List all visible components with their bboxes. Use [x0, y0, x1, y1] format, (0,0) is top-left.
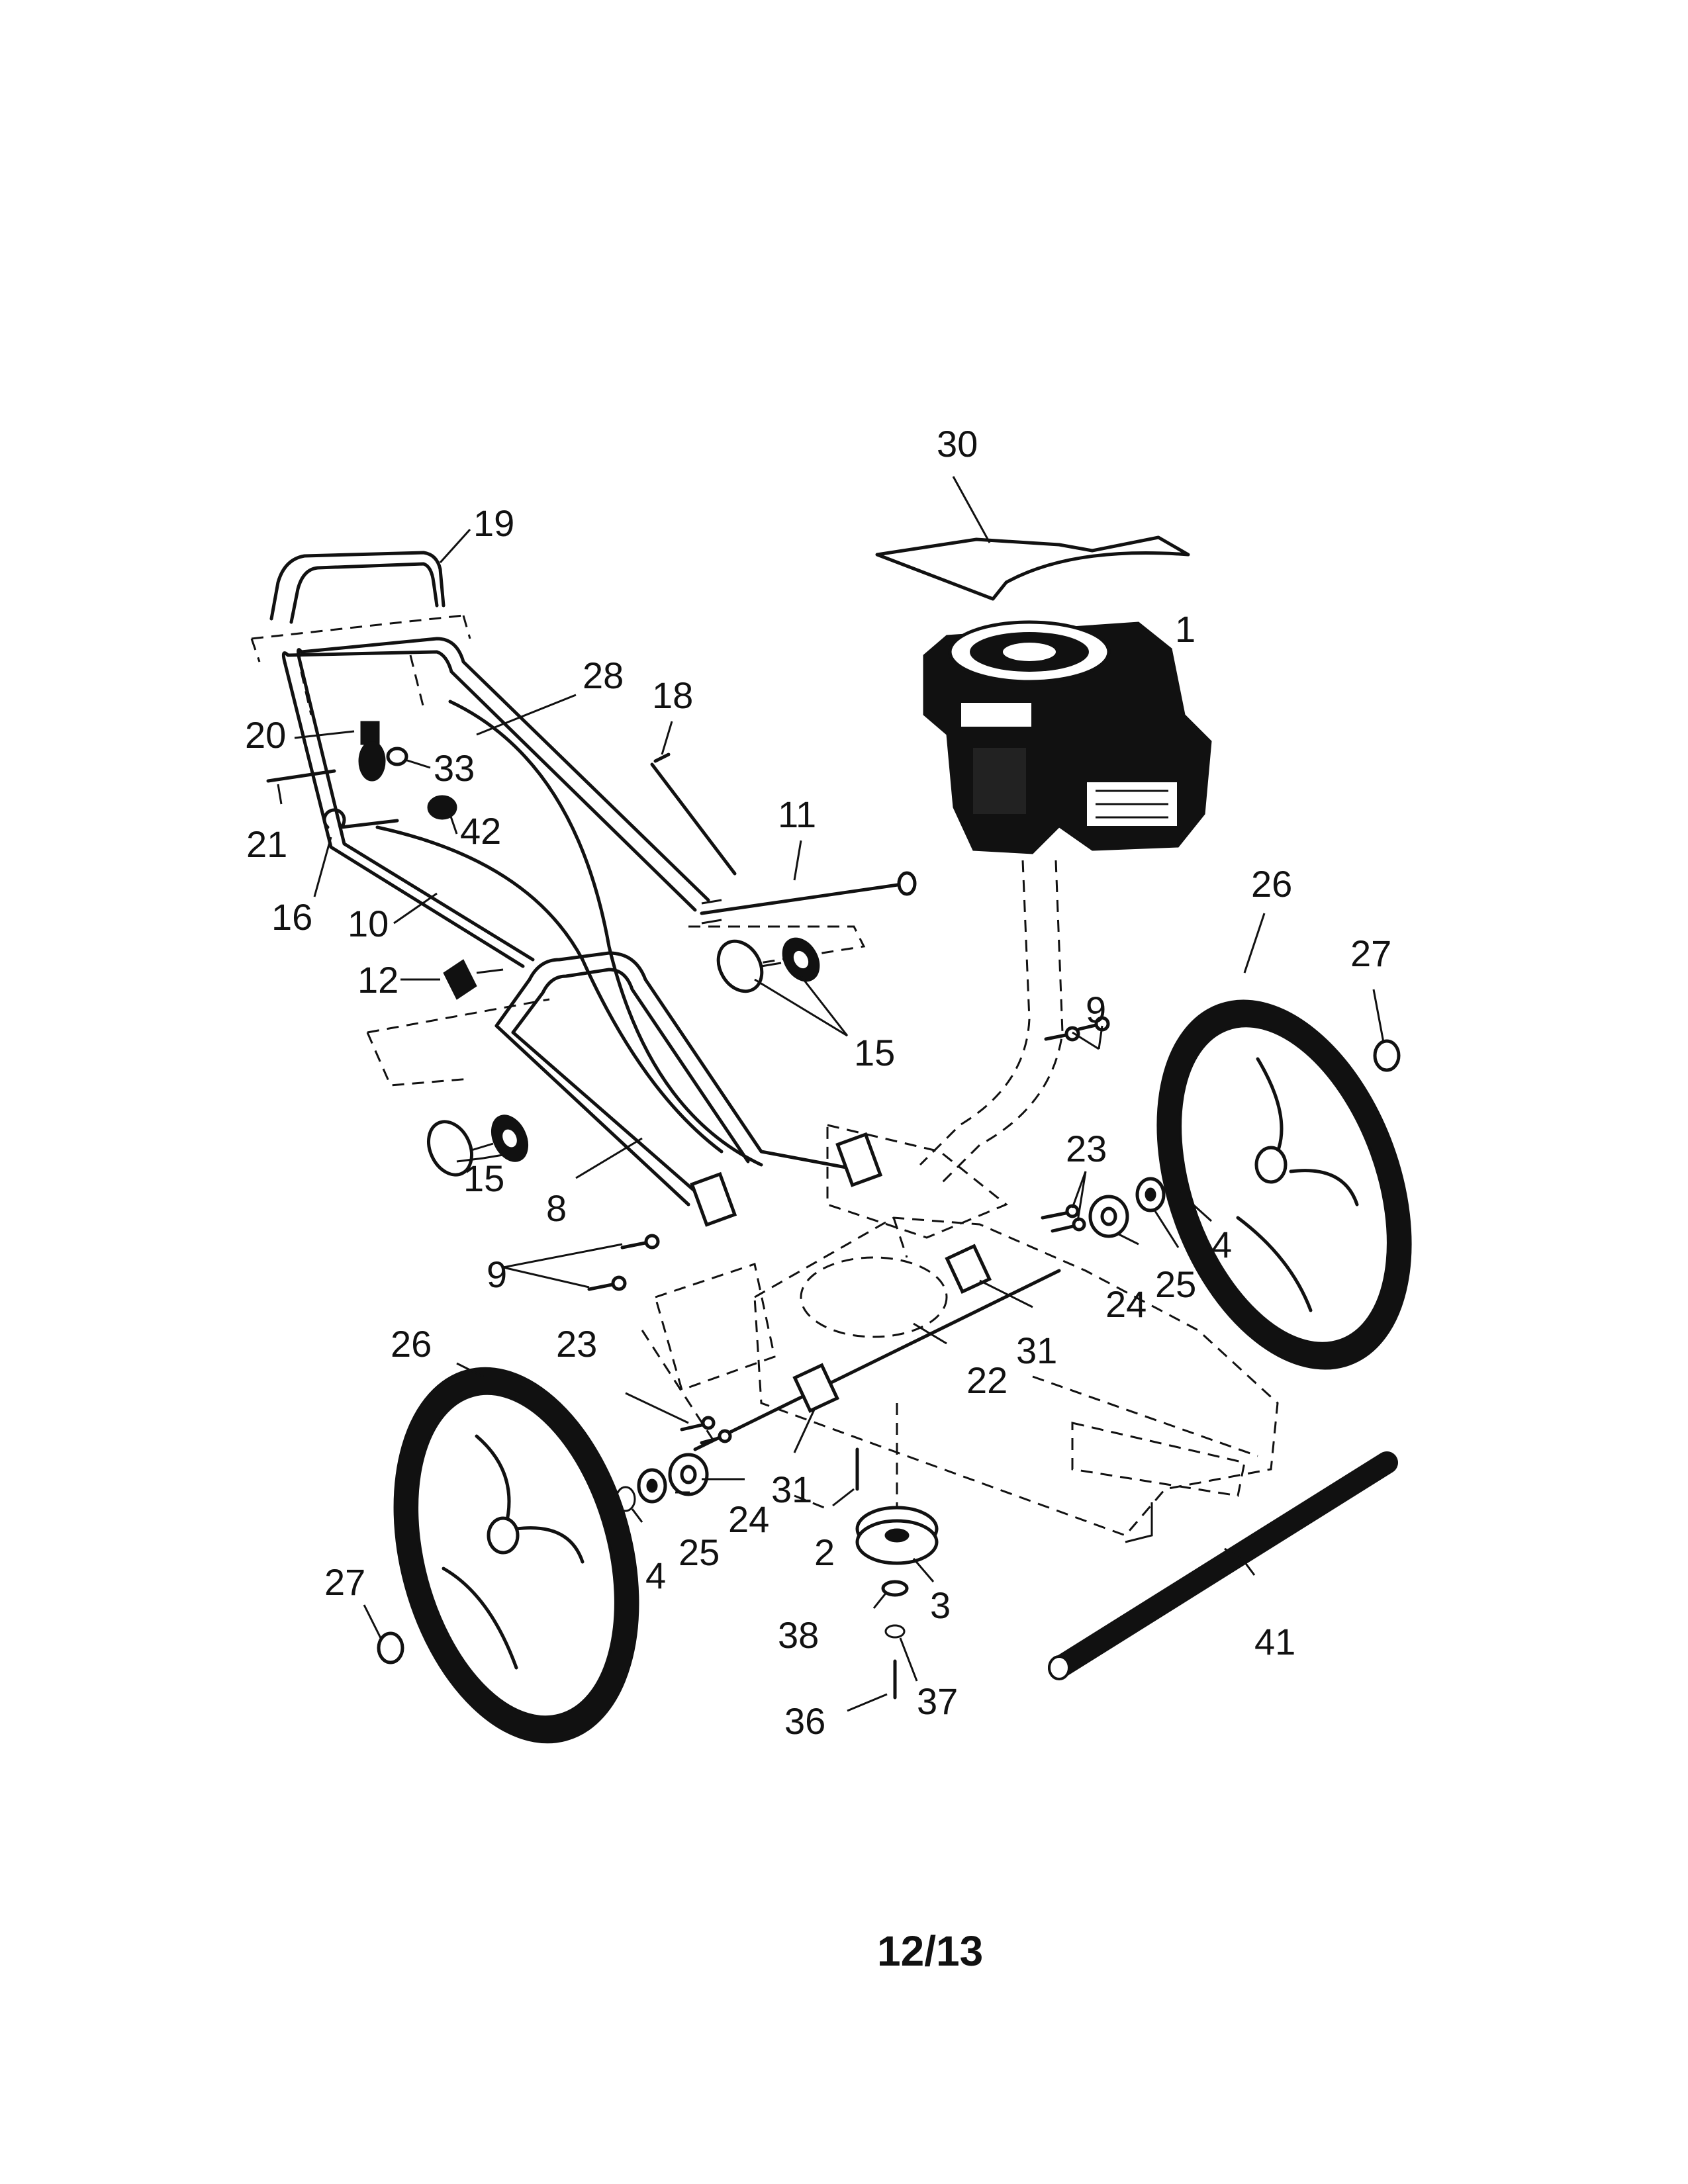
hub-cap-part-27-right [1373, 1039, 1401, 1072]
engine-part-1 [923, 620, 1212, 854]
callout-12: 12 [357, 959, 399, 1001]
callout-33: 33 [434, 747, 475, 789]
lower-handle-part-8 [494, 951, 883, 1227]
callout-2: 2 [814, 1531, 835, 1573]
deck-dashed [641, 1124, 1279, 1543]
callout-27-right: 27 [1350, 933, 1391, 974]
callout-31-left: 31 [771, 1469, 812, 1510]
callout-24-left: 24 [728, 1498, 769, 1540]
bolt-part-21 [266, 769, 336, 783]
tube-part-41 [1048, 1451, 1398, 1680]
callout-labels: 30 19 1 28 18 20 33 11 21 42 16 10 26 27… [245, 423, 1391, 1742]
callout-31-right: 31 [1016, 1330, 1057, 1371]
callout-8: 8 [546, 1187, 567, 1229]
clip-part-18 [650, 752, 737, 876]
knob-part-15-upper [716, 937, 820, 993]
hardware-left [615, 1416, 732, 1512]
lockwasher-part-37 [884, 1624, 906, 1639]
rod-part-11 [700, 871, 917, 925]
callout-18: 18 [652, 674, 693, 716]
callout-9-upper: 9 [1086, 989, 1106, 1030]
bolts-part-9-upper [1044, 1016, 1110, 1042]
wing-part-12 [443, 959, 477, 1000]
callout-38: 38 [778, 1614, 819, 1656]
callout-30: 30 [937, 423, 978, 465]
callout-10: 10 [348, 903, 389, 944]
callout-15-upper: 15 [854, 1032, 895, 1073]
cable-part-28 [448, 700, 763, 1167]
pulley-part-3 [855, 1403, 939, 1565]
wheel-right-part-26 [1156, 999, 1412, 1370]
callout-22: 22 [966, 1359, 1008, 1401]
hub-cap-part-27-left [377, 1631, 404, 1664]
callout-24-right: 24 [1105, 1283, 1147, 1325]
belt-path-dashed [919, 860, 1031, 1166]
callout-9-lower: 9 [487, 1253, 507, 1295]
callout-19: 19 [473, 502, 514, 544]
callout-4-right: 4 [1211, 1224, 1232, 1265]
shroud-part-30 [875, 535, 1190, 601]
callout-27-left: 27 [324, 1561, 365, 1603]
wheel-left-part-26 [377, 1367, 639, 1744]
callout-21: 21 [246, 823, 287, 865]
leader-lines [277, 476, 1385, 1712]
callout-41: 41 [1254, 1621, 1295, 1662]
knob-part-20 [358, 721, 386, 782]
callout-1: 1 [1175, 608, 1196, 650]
callout-3: 3 [930, 1584, 951, 1626]
callout-23-right: 23 [1066, 1128, 1107, 1169]
handle-frame-part-10 [281, 637, 710, 968]
callout-16: 16 [271, 896, 312, 938]
callout-23-left: 23 [556, 1323, 597, 1365]
eyebolt-part-16 [322, 808, 399, 829]
callout-25-right: 25 [1155, 1263, 1196, 1305]
callout-26-right: 26 [1251, 863, 1292, 905]
axle-part-22 [693, 1244, 1061, 1451]
callout-11: 11 [778, 794, 816, 835]
callout-42: 42 [460, 810, 501, 852]
callout-4-left: 4 [645, 1555, 666, 1596]
callout-20: 20 [245, 714, 286, 756]
page-number: 12/13 [877, 1927, 983, 1975]
callout-36: 36 [784, 1700, 825, 1742]
hardware-right [1041, 1171, 1186, 1238]
washer-part-38 [881, 1580, 909, 1597]
callout-28: 28 [583, 655, 624, 696]
knob-part-42 [427, 795, 457, 820]
nut-part-33 [386, 747, 408, 766]
upper-handle-part-19 [269, 551, 445, 621]
callout-15-lower: 15 [463, 1158, 504, 1199]
bolts-part-9-lower [587, 1234, 660, 1291]
callout-26-left: 26 [391, 1323, 432, 1365]
callout-37: 37 [917, 1680, 958, 1722]
callout-25-left: 25 [679, 1531, 720, 1573]
